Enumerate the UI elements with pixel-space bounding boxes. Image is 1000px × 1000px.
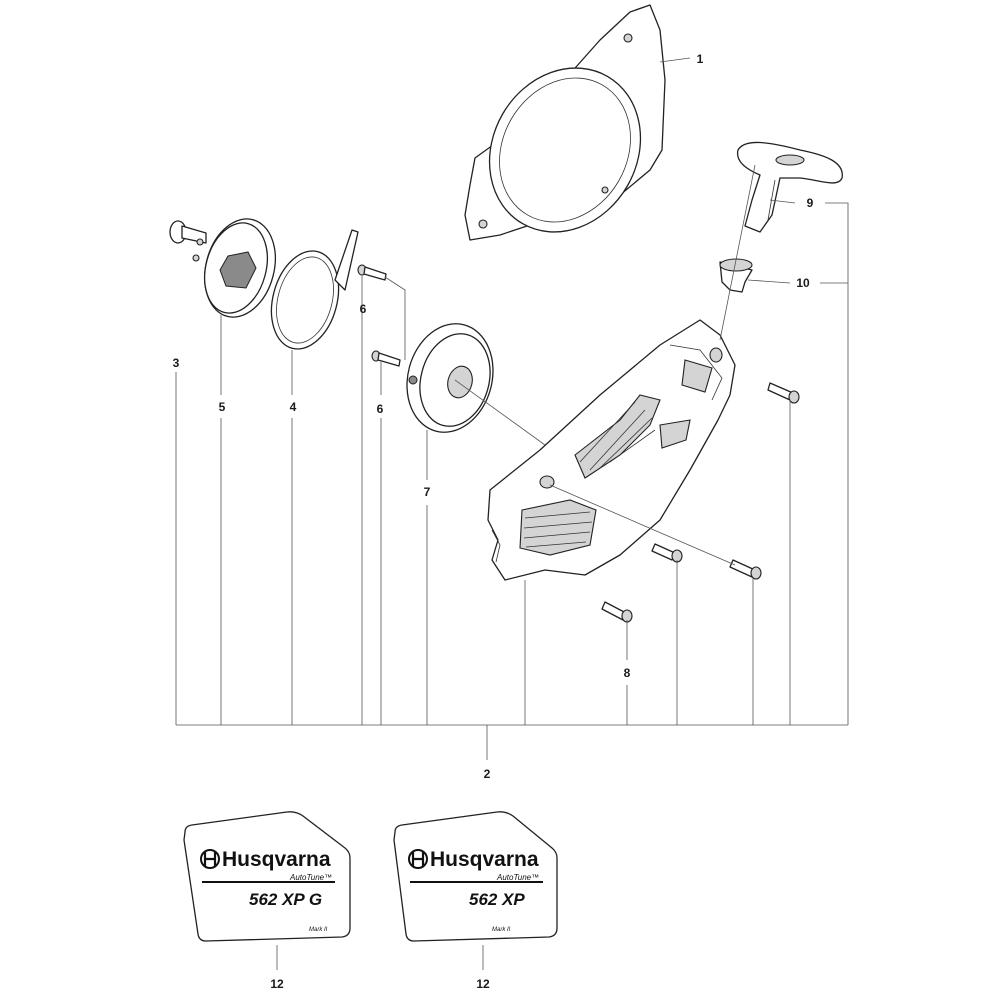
screw-8-b (651, 543, 683, 563)
callout-6-upper: 6 (360, 302, 367, 316)
callout-1: 1 (697, 52, 704, 66)
fan-cover (464, 4, 666, 241)
screw-8-c (729, 559, 762, 580)
callout-6-lower: 6 (377, 402, 384, 416)
husqvarna-logo-icon (408, 849, 428, 869)
callout-8: 8 (624, 666, 631, 680)
recoil-spring (270, 229, 359, 350)
decal-autotune: AutoTune™ (496, 873, 539, 882)
decal-mark: Mark II (309, 927, 328, 933)
callout-10: 10 (796, 276, 810, 290)
lower-vents (519, 499, 597, 556)
screw-6-lower (371, 350, 401, 367)
screw-8-d (601, 601, 633, 623)
callout-2: 2 (484, 767, 491, 781)
callout-12-right: 12 (476, 977, 490, 991)
decal-model: 562 XP G (249, 890, 322, 909)
rope-guide (719, 258, 753, 293)
decal-autotune: AutoTune™ (289, 873, 332, 882)
callout-5: 5 (219, 400, 226, 414)
upper-vents (574, 394, 691, 479)
decal-562xpg: Husqvarna AutoTune™ 562 XP G Mark II (183, 811, 351, 942)
callout-7: 7 (424, 485, 431, 499)
leader-lines (175, 202, 849, 970)
decal-mark: Mark II (492, 927, 511, 933)
starter-handle (736, 141, 843, 233)
screw-8-a (767, 382, 800, 404)
callout-9: 9 (807, 196, 814, 210)
decal-brand: Husqvarna (430, 848, 539, 871)
decal-brand: Husqvarna (222, 848, 331, 871)
husqvarna-logo-icon (200, 849, 220, 869)
screw-6-upper (357, 264, 387, 281)
callout-12-left: 12 (270, 977, 284, 991)
decal-model: 562 XP (469, 890, 525, 909)
callout-3: 3 (173, 356, 180, 370)
starter-cover (487, 319, 736, 581)
starter-pulley (192, 218, 276, 318)
callouts: 1 9 10 6 3 5 4 6 7 8 2 12 12 (173, 52, 814, 991)
pawl-housing (406, 323, 494, 433)
alignment-lines (384, 57, 796, 566)
decal-562xp: Husqvarna AutoTune™ 562 XP Mark II (393, 811, 558, 942)
callout-4: 4 (290, 400, 297, 414)
